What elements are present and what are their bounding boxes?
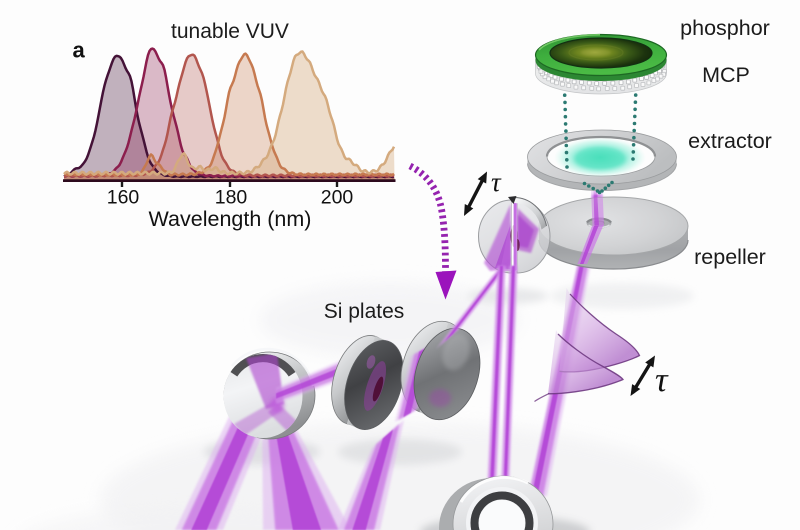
svg-text:repeller: repeller [694,245,766,269]
svg-text:a: a [73,38,86,63]
svg-text:MCP: MCP [702,63,750,87]
svg-text:Wavelength (nm): Wavelength (nm) [149,207,312,231]
svg-text:180: 180 [215,187,248,209]
svg-text:τ: τ [655,360,669,399]
svg-text:160: 160 [107,187,140,209]
svg-text:extractor: extractor [688,129,772,153]
svg-text:phosphor: phosphor [680,16,770,40]
svg-text:τ: τ [491,167,502,197]
svg-text:Si plates: Si plates [324,300,405,323]
svg-text:tunable VUV: tunable VUV [171,20,289,43]
svg-text:200: 200 [321,187,354,209]
